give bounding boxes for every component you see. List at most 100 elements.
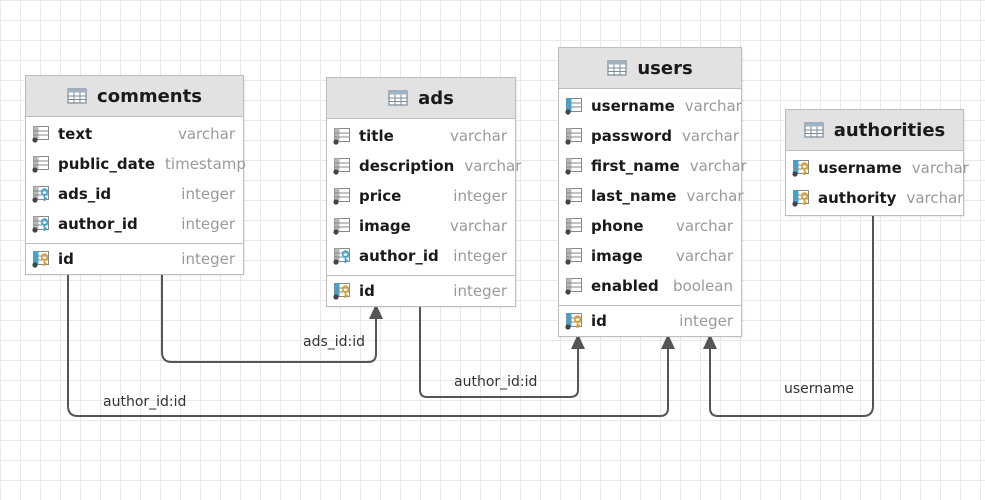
column-icon xyxy=(333,127,353,145)
column-name: enabled xyxy=(591,277,659,295)
relationship-comments-users[interactable] xyxy=(67,272,669,417)
column-icon xyxy=(565,277,585,295)
primary-key-icon xyxy=(565,312,585,330)
column-type: varchar xyxy=(449,127,507,145)
table-icon xyxy=(67,88,87,104)
column-row[interactable]: last_name varchar xyxy=(559,181,744,211)
column-name: price xyxy=(359,187,402,205)
table-header[interactable]: ads xyxy=(327,78,515,119)
table-header[interactable]: users xyxy=(559,48,741,89)
foreign-key-pk-icon xyxy=(792,159,812,177)
column-name: id xyxy=(591,312,607,330)
column-name: title xyxy=(359,127,394,145)
column-name: password xyxy=(591,127,673,145)
column-type: varchar xyxy=(675,217,733,235)
relationship-ads-users[interactable] xyxy=(419,303,579,398)
relationship-comments-ads[interactable] xyxy=(161,272,377,363)
table-icon xyxy=(388,90,408,106)
foreign-key-column-icon xyxy=(32,185,52,203)
column-icon xyxy=(333,157,353,175)
column-type: varchar xyxy=(675,247,733,265)
column-row[interactable]: authority varchar xyxy=(786,183,963,213)
column-name: description xyxy=(359,157,455,175)
column-icon xyxy=(333,187,353,205)
column-name: authority xyxy=(818,189,897,207)
relationship-label: author_id:id xyxy=(103,394,187,410)
column-type: varchar xyxy=(682,127,740,145)
column-name: id xyxy=(58,250,74,268)
column-row[interactable]: phone varchar xyxy=(559,211,741,241)
table-title: ads xyxy=(418,87,454,109)
column-icon xyxy=(565,127,585,145)
table-header[interactable]: comments xyxy=(26,76,243,117)
column-icon xyxy=(333,217,353,235)
column-row[interactable]: price integer xyxy=(327,181,515,211)
primary-key-section: id integer xyxy=(559,305,741,336)
column-row[interactable]: ads_id integer xyxy=(26,179,243,209)
column-icon xyxy=(32,155,52,173)
unique-index-column-icon xyxy=(565,97,585,115)
column-type: varchar xyxy=(906,189,964,207)
relationship-label: ads_id:id xyxy=(303,334,366,350)
arrowhead-users-comments xyxy=(661,334,675,349)
column-name: id xyxy=(359,282,375,300)
column-name: ads_id xyxy=(58,185,112,203)
primary-key-icon xyxy=(32,250,52,268)
column-name: image xyxy=(591,247,643,265)
primary-key-section: id integer xyxy=(327,275,515,306)
column-type: varchar xyxy=(686,187,744,205)
column-type: integer xyxy=(453,282,507,300)
column-name: username xyxy=(818,159,902,177)
primary-key-icon xyxy=(333,282,353,300)
column-icon xyxy=(565,247,585,265)
column-name: author_id xyxy=(359,247,439,265)
column-row[interactable]: password varchar xyxy=(559,121,741,151)
column-name: image xyxy=(359,217,411,235)
relationship-authorities-users[interactable] xyxy=(709,212,874,417)
column-row[interactable]: image varchar xyxy=(559,241,741,271)
column-type: boolean xyxy=(673,277,733,295)
column-row[interactable]: enabled boolean xyxy=(559,271,741,301)
column-type: integer xyxy=(181,250,235,268)
arrowhead-users-authorities xyxy=(703,334,717,349)
relationship-label: author_id:id xyxy=(454,374,538,390)
column-name: phone xyxy=(591,217,644,235)
table-ads[interactable]: ads title varchar description varchar price i… xyxy=(326,77,521,307)
column-type: varchar xyxy=(689,157,747,175)
column-type: varchar xyxy=(684,97,742,115)
column-type: integer xyxy=(181,185,235,203)
column-icon xyxy=(565,217,585,235)
arrowhead-ads xyxy=(369,304,383,319)
column-row[interactable]: title varchar xyxy=(327,121,515,151)
foreign-key-column-icon xyxy=(32,215,52,233)
column-row[interactable]: description varchar xyxy=(327,151,521,181)
table-icon xyxy=(607,60,627,76)
column-name: last_name xyxy=(591,187,677,205)
column-row[interactable]: id integer xyxy=(26,244,243,274)
column-type: integer xyxy=(453,187,507,205)
column-icon xyxy=(565,187,585,205)
column-type: integer xyxy=(679,312,733,330)
arrowhead-users-ads xyxy=(571,334,585,349)
column-row[interactable]: id integer xyxy=(559,306,741,336)
table-icon xyxy=(804,122,824,138)
foreign-key-column-icon xyxy=(333,247,353,265)
column-name: text xyxy=(58,125,93,143)
column-row[interactable]: text varchar xyxy=(26,119,243,149)
column-row[interactable]: id integer xyxy=(327,276,515,306)
column-type: varchar xyxy=(177,125,235,143)
table-header[interactable]: authorities xyxy=(786,110,963,151)
column-type: varchar xyxy=(464,157,522,175)
